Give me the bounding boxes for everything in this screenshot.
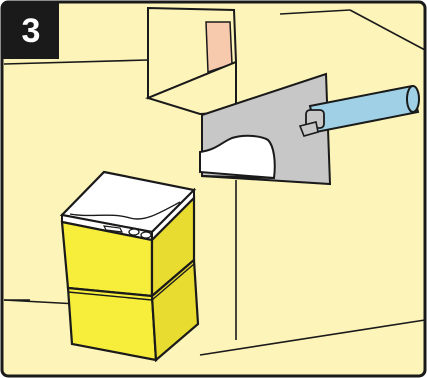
wall-recess-icon [148, 8, 236, 114]
device-box-icon [62, 172, 198, 360]
step-number: 3 [22, 14, 41, 48]
step-badge: 3 [3, 3, 59, 59]
